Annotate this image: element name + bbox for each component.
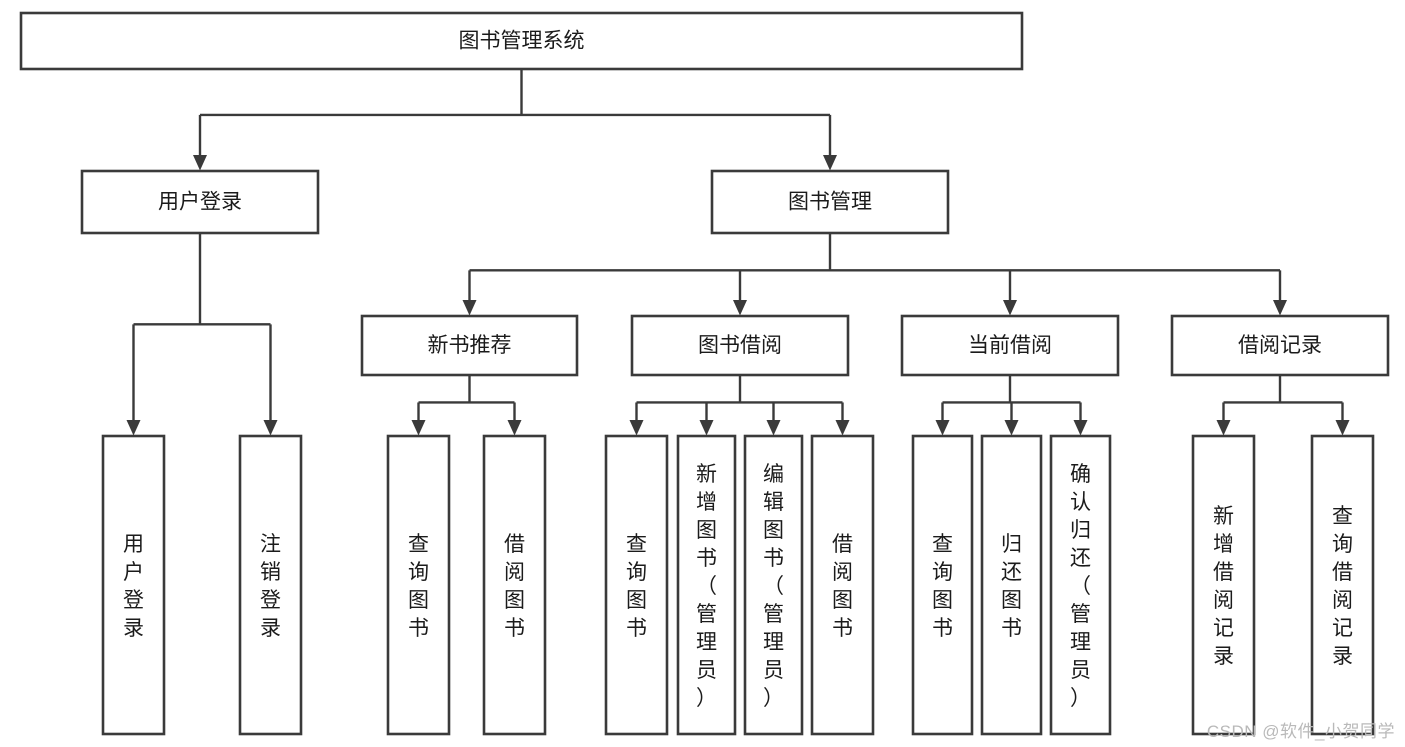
connector-group-book-management: [462, 233, 1287, 316]
connectors-layer: [126, 69, 1350, 436]
connector-group-new-book-recommend: [411, 375, 522, 436]
node-current-borrow[interactable]: 当前借阅: [900, 314, 1120, 377]
node-box-leaf-borrow-book-recommend[interactable]: [482, 434, 547, 736]
node-box-book-borrow[interactable]: [630, 314, 850, 377]
node-label-leaf-return-book: 归还图书: [1001, 533, 1022, 640]
node-label-user-login: 用户登录: [158, 191, 242, 214]
node-new-book-recommend[interactable]: 新书推荐: [360, 314, 579, 377]
node-label-leaf-add-borrow-record: 新增借阅记录: [1213, 505, 1234, 668]
node-box-leaf-query-book-borrow[interactable]: [604, 434, 669, 736]
node-label-leaf-borrow-book-recommend: 借阅图书: [504, 533, 525, 640]
node-leaf-query-book-recommend[interactable]: 查询图书: [386, 434, 451, 736]
connector-group-borrow-record: [1216, 375, 1350, 436]
node-box-leaf-edit-book[interactable]: [743, 434, 804, 736]
node-box-root[interactable]: [19, 11, 1024, 71]
node-box-leaf-add-borrow-record[interactable]: [1191, 434, 1256, 736]
node-box-leaf-add-book[interactable]: [676, 434, 737, 736]
node-box-leaf-return-book[interactable]: [980, 434, 1043, 736]
node-leaf-add-borrow-record[interactable]: 新增借阅记录: [1191, 434, 1256, 736]
node-box-leaf-borrow-book[interactable]: [810, 434, 875, 736]
node-box-leaf-query-book-current[interactable]: [911, 434, 974, 736]
node-box-leaf-user-login[interactable]: [101, 434, 166, 736]
node-box-user-login[interactable]: [80, 169, 320, 235]
node-borrow-record[interactable]: 借阅记录: [1170, 314, 1390, 377]
node-box-current-borrow[interactable]: [900, 314, 1120, 377]
node-leaf-query-book-borrow[interactable]: 查询图书: [604, 434, 669, 736]
node-box-leaf-query-book-recommend[interactable]: [386, 434, 451, 736]
node-label-book-management: 图书管理: [788, 191, 872, 214]
node-label-leaf-query-book-recommend: 查询图书: [408, 533, 429, 640]
node-label-leaf-user-logout: 注销登录: [260, 533, 281, 640]
node-label-book-borrow: 图书借阅: [698, 334, 782, 357]
node-label-borrow-record: 借阅记录: [1238, 334, 1322, 357]
node-label-leaf-query-book-current: 查询图书: [932, 533, 953, 640]
node-leaf-edit-book[interactable]: 编辑图书（管理员）: [743, 434, 804, 736]
node-box-new-book-recommend[interactable]: [360, 314, 579, 377]
nodes-layer: 图书管理系统用户登录图书管理新书推荐图书借阅当前借阅借阅记录用户登录注销登录查询…: [19, 11, 1390, 736]
connector-group-book-borrow: [629, 375, 850, 436]
node-label-new-book-recommend: 新书推荐: [428, 334, 512, 357]
node-label-leaf-user-login: 用户登录: [123, 533, 144, 640]
node-box-book-management[interactable]: [710, 169, 950, 235]
node-label-root: 图书管理系统: [459, 30, 585, 53]
node-leaf-borrow-book-recommend[interactable]: 借阅图书: [482, 434, 547, 736]
node-book-borrow[interactable]: 图书借阅: [630, 314, 850, 377]
node-label-leaf-borrow-book: 借阅图书: [832, 533, 853, 640]
connector-group-root: [193, 69, 837, 171]
node-leaf-borrow-book[interactable]: 借阅图书: [810, 434, 875, 736]
node-label-leaf-edit-book: 编辑图书（管理员）: [763, 463, 784, 710]
node-leaf-user-login[interactable]: 用户登录: [101, 434, 166, 736]
node-user-login[interactable]: 用户登录: [80, 169, 320, 235]
node-label-leaf-query-book-borrow: 查询图书: [626, 533, 647, 640]
node-leaf-add-book[interactable]: 新增图书（管理员）: [676, 434, 737, 736]
node-leaf-user-logout[interactable]: 注销登录: [238, 434, 303, 736]
node-book-management[interactable]: 图书管理: [710, 169, 950, 235]
node-label-leaf-add-book: 新增图书（管理员）: [696, 463, 717, 710]
node-label-leaf-confirm-return: 确认归还（管理员）: [1070, 463, 1091, 710]
node-box-leaf-query-borrow-record[interactable]: [1310, 434, 1375, 736]
node-box-borrow-record[interactable]: [1170, 314, 1390, 377]
connector-group-user-login: [126, 233, 278, 436]
node-box-leaf-user-logout[interactable]: [238, 434, 303, 736]
node-leaf-query-borrow-record[interactable]: 查询借阅记录: [1310, 434, 1375, 736]
node-leaf-confirm-return[interactable]: 确认归还（管理员）: [1049, 434, 1112, 736]
node-label-leaf-query-borrow-record: 查询借阅记录: [1332, 505, 1353, 668]
node-box-leaf-confirm-return[interactable]: [1049, 434, 1112, 736]
node-leaf-return-book[interactable]: 归还图书: [980, 434, 1043, 736]
node-root[interactable]: 图书管理系统: [19, 11, 1024, 71]
connector-group-current-borrow: [935, 375, 1088, 436]
node-label-current-borrow: 当前借阅: [968, 334, 1052, 357]
node-leaf-query-book-current[interactable]: 查询图书: [911, 434, 974, 736]
